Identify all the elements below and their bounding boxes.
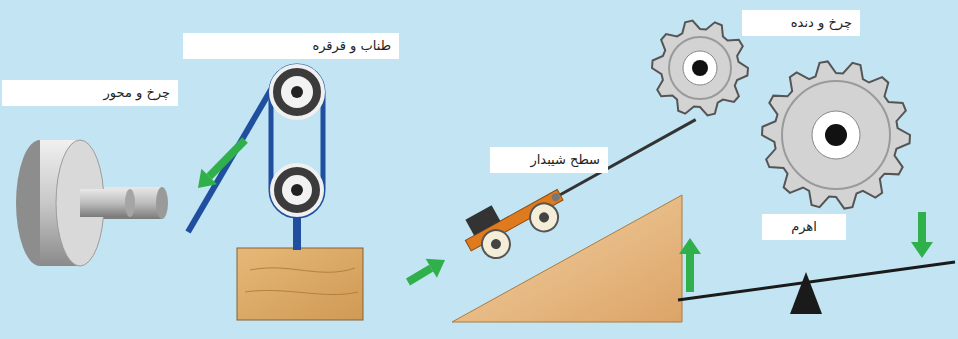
gear-axle: [692, 60, 708, 76]
rope-and-pulley: [188, 66, 363, 320]
force-arrow: [686, 254, 694, 292]
inclined-plane: [452, 99, 708, 322]
top-pulley: [271, 66, 323, 118]
ramp: [452, 195, 682, 322]
cart-wheel: [525, 198, 563, 236]
force-arrows: [198, 140, 933, 292]
fulcrum: [790, 272, 822, 314]
force-arrowhead: [679, 238, 701, 254]
pulley-axle: [291, 86, 303, 98]
force-arrowhead: [911, 242, 933, 258]
label-box: چرخ و محور: [2, 80, 178, 106]
cart-wheel-hub: [537, 211, 551, 225]
gear: [652, 21, 748, 116]
machine-name: سطح شیبدار: [498, 151, 600, 169]
machine-name: چرخ و محور: [10, 84, 170, 102]
wheel-and-axle: [16, 140, 168, 266]
bottom-pulley: [272, 165, 322, 215]
wood-grain: [245, 268, 358, 295]
axle-front: [80, 189, 130, 217]
machine-name: اهرم: [770, 218, 838, 236]
axle-end: [156, 187, 168, 219]
gears: [652, 21, 910, 209]
force-arrowhead: [426, 259, 445, 278]
cart-hook: [550, 192, 561, 203]
force-arrowhead: [198, 169, 217, 188]
gear: [762, 61, 910, 208]
force-arrow: [408, 268, 431, 282]
gear-hub: [683, 51, 717, 85]
cart: [457, 99, 709, 269]
label-box: طناب و قرقره: [183, 33, 399, 59]
label-box: سطح شیبدار: [490, 147, 608, 173]
rope: [269, 92, 274, 190]
gear-ring: [782, 81, 890, 189]
cart-wheel-hub: [489, 237, 503, 251]
force-arrow: [209, 140, 245, 177]
cart-plank: [465, 190, 563, 251]
gear-axle: [825, 124, 847, 146]
gear-hub: [812, 111, 860, 159]
machine-name: طناب و قرقره: [191, 37, 391, 55]
label-box: چرخ و دنده: [742, 10, 860, 36]
axle-front-end: [125, 189, 135, 217]
pulley-axle: [291, 184, 303, 196]
rope-pull: [188, 88, 272, 232]
pulley-hub: [281, 76, 313, 108]
cart-wheel: [477, 225, 515, 263]
pulley-hub: [282, 175, 312, 205]
lever: [678, 262, 955, 314]
label-box: اهرم: [762, 214, 846, 240]
rope: [321, 92, 326, 190]
machine-name: چرخ و دنده: [750, 14, 852, 32]
load-block: [237, 248, 363, 320]
gear-ring: [669, 37, 731, 99]
force-arrow: [918, 212, 926, 242]
lever-bar: [678, 262, 955, 300]
